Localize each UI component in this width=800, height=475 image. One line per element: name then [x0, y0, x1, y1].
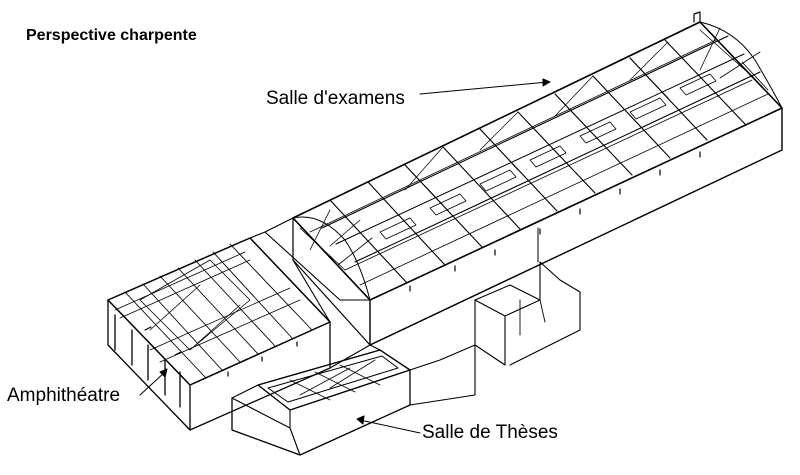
leader-examens [419, 81, 549, 95]
salle-examens-structure [292, 11, 783, 346]
annex-structure [474, 261, 581, 366]
label-amphitheatre: Amphithéatre [7, 385, 121, 406]
leader-amphi [139, 371, 166, 396]
label-salle-examens: Salle d'examens [266, 88, 405, 109]
salle-theses-structure [231, 344, 476, 456]
leader-lines [139, 78, 551, 434]
label-salle-theses: Salle de Thèses [422, 422, 558, 443]
drawing-title: Perspective charpente [26, 27, 197, 44]
leader-theses [359, 419, 421, 434]
amphitheatre-structure [107, 217, 371, 431]
